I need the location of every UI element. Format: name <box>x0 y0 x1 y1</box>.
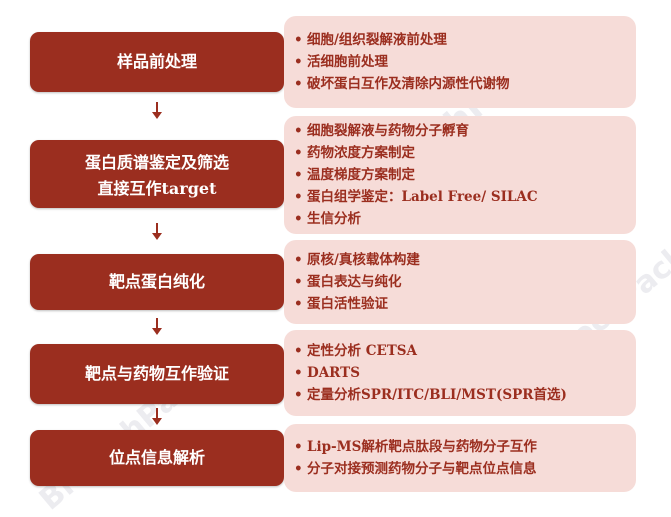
step-title: 位点信息解析 <box>108 447 205 467</box>
bullet-item: •原核/真核载体构建 <box>294 252 420 268</box>
bullet-item: •DARTS <box>294 365 360 381</box>
down-arrow-icon <box>150 102 164 120</box>
panel-protein-purification: •原核/真核载体构建 •蛋白表达与纯化 •蛋白活性验证 <box>284 240 636 324</box>
panel-site-analysis: •Lip-MS解析靶点肽段与药物分子互作 •分子对接预测药物分子与靶点位点信息 <box>284 424 636 492</box>
bullet-item: •定性分析 CETSA <box>294 343 418 359</box>
bullet-item: •活细胞前处理 <box>294 54 388 70</box>
down-arrow-icon <box>150 318 164 336</box>
bullet-item: •细胞/组织裂解液前处理 <box>294 32 447 48</box>
bullet-item: •温度梯度方案制定 <box>294 167 415 183</box>
bullet-item: •破坏蛋白互作及清除内源性代谢物 <box>294 76 510 92</box>
bullet-item: •蛋白活性验证 <box>294 296 388 312</box>
bullet-item: •分子对接预测药物分子与靶点位点信息 <box>294 461 537 477</box>
step-title-line2: 直接互作target <box>97 179 217 198</box>
bullet-item: •生信分析 <box>294 211 361 227</box>
step-title-line1: 蛋白质谱鉴定及筛选 <box>84 152 229 172</box>
bullet-item: •Lip-MS解析靶点肽段与药物分子互作 <box>294 439 537 455</box>
panel-ms-identification: •细胞裂解液与药物分子孵育 •药物浓度方案制定 •温度梯度方案制定 •蛋白组学鉴… <box>284 116 636 234</box>
step-site-analysis: 位点信息解析 <box>30 430 284 486</box>
bullet-item: •药物浓度方案制定 <box>294 145 415 161</box>
step-protein-purification: 靶点蛋白纯化 <box>30 254 284 310</box>
step-ms-identification: 蛋白质谱鉴定及筛选 直接互作target <box>30 140 284 208</box>
bullet-item: •定量分析SPR/ITC/BLI/MST(SPR首选) <box>294 387 567 403</box>
bullet-item: •蛋白表达与纯化 <box>294 274 402 290</box>
step-title: 靶点与药物互作验证 <box>84 363 229 383</box>
step-title: 样品前处理 <box>116 51 197 71</box>
bullet-item: •蛋白组学鉴定：Label Free/ SILAC <box>294 189 538 205</box>
step-sample-prep: 样品前处理 <box>30 32 284 92</box>
panel-interaction-validation: •定性分析 CETSA •DARTS •定量分析SPR/ITC/BLI/MST(… <box>284 330 636 416</box>
panel-sample-prep: •细胞/组织裂解液前处理 •活细胞前处理 •破坏蛋白互作及清除内源性代谢物 <box>284 16 636 108</box>
step-interaction-validation: 靶点与药物互作验证 <box>30 344 284 404</box>
bullet-item: •细胞裂解液与药物分子孵育 <box>294 123 469 139</box>
down-arrow-icon <box>150 408 164 426</box>
down-arrow-icon <box>150 223 164 241</box>
step-title: 靶点蛋白纯化 <box>108 271 205 291</box>
